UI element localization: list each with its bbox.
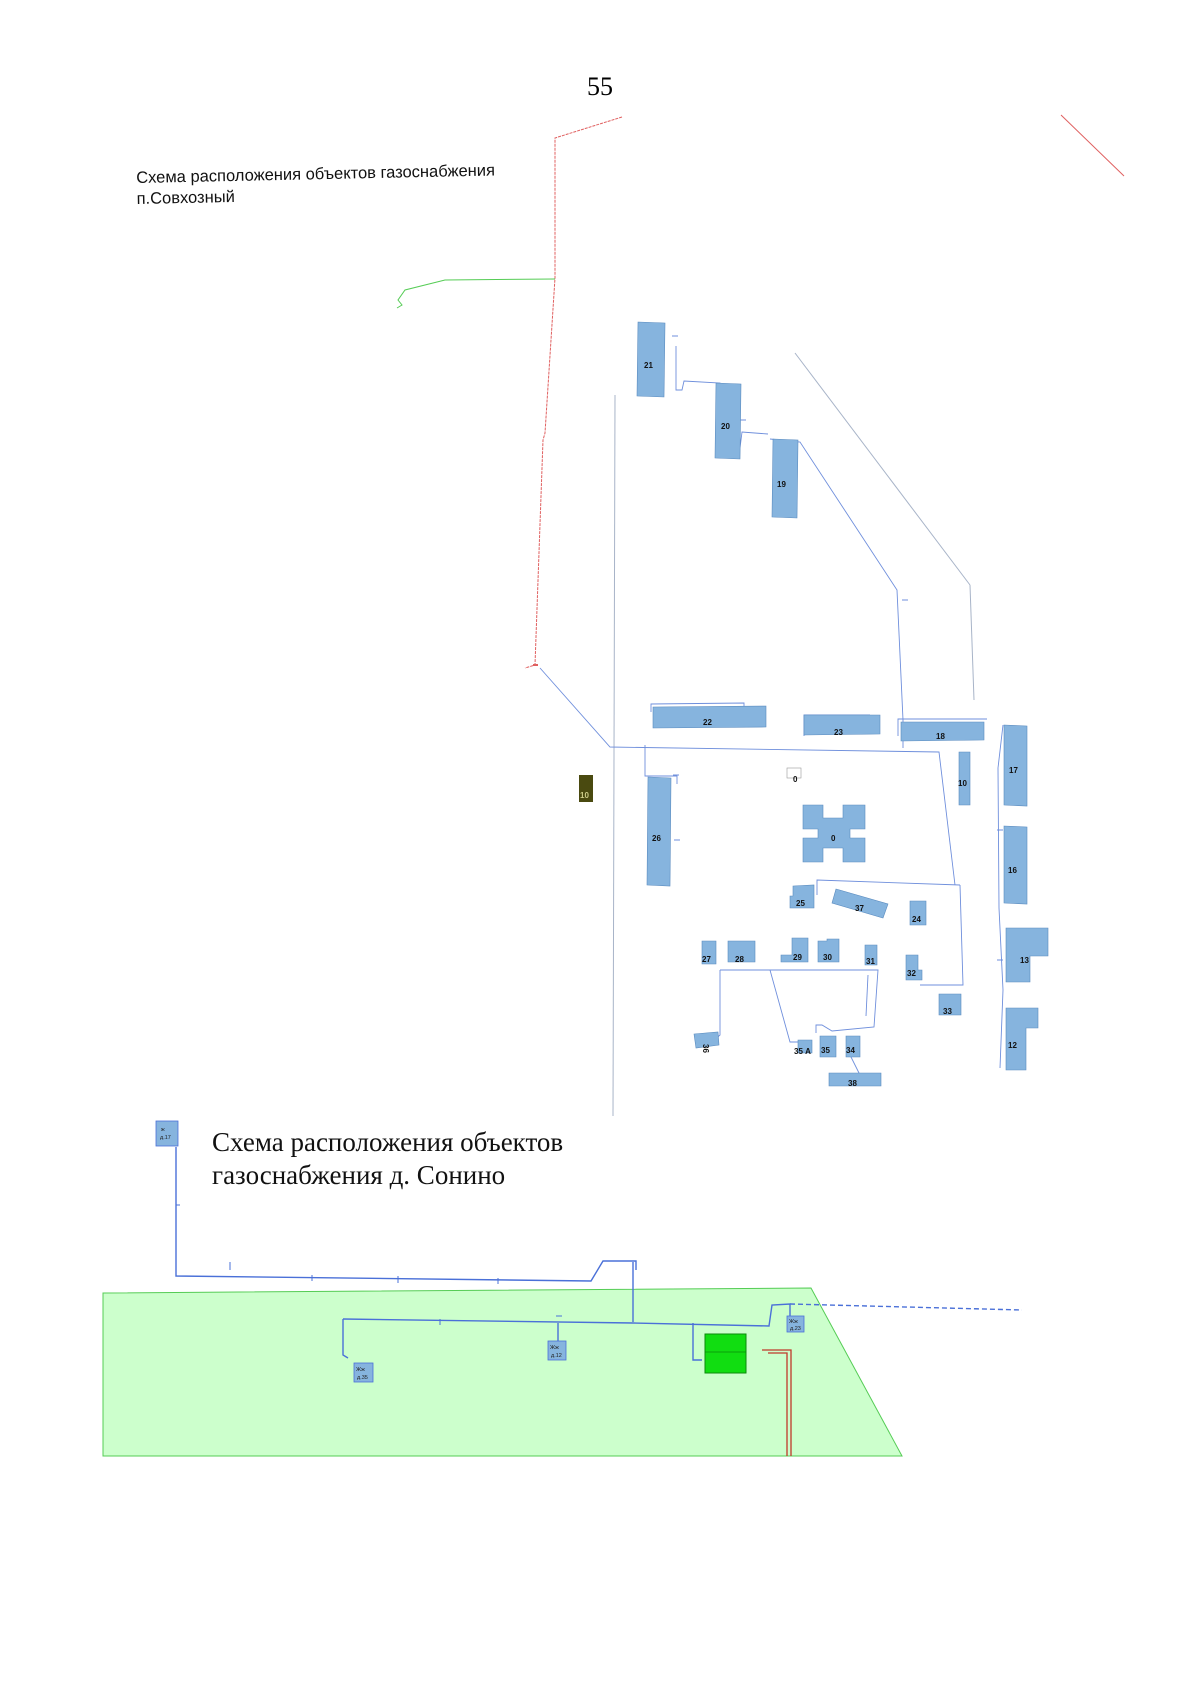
page-number: 55 [587,72,613,101]
map2-zone [102,1287,903,1457]
building-19 [771,438,799,519]
house-d17 [155,1120,179,1147]
label-12: 12 [1008,1041,1017,1050]
building-10 [958,751,971,806]
label-16: 16 [1008,866,1017,875]
building-33 [938,993,962,1016]
building-38 [828,1072,882,1087]
map2-title-line2: газоснабжения д. Сонино [212,1160,506,1190]
map2-title-line1: Схема расположения объектов [212,1127,564,1157]
building-12 [1005,1007,1039,1071]
label-36: 36 [701,1044,710,1053]
label-34: 34 [846,1046,855,1055]
label-31: 31 [866,957,875,966]
map2-scheme: ж д.17 Жж д.35 Жж д.12 Жж д.23 [102,1120,1023,1457]
label-38: 38 [848,1079,857,1088]
building-36 [693,1031,720,1049]
house-d35 [353,1362,374,1383]
label-30: 30 [823,953,832,962]
label-10: 10 [958,779,967,788]
map1-pipe-red [524,114,1125,669]
label-25: 25 [796,899,805,908]
label-22: 22 [703,718,712,727]
building-25 [789,884,815,909]
map2-title: Схема расположения объектов газоснабжени… [212,1126,563,1192]
label-33: 33 [943,1007,952,1016]
label-27: 27 [702,955,711,964]
label-37: 37 [855,904,864,913]
dark-building-label: 10 [580,791,589,800]
label-24: 24 [912,915,921,924]
map1-pipe-blue [539,346,1004,1076]
building-34 [845,1035,861,1058]
map1-buildings [636,321,1049,1087]
map1-scheme: 10 21 20 19 22 23 18 17 10 26 0 0 16 13 … [396,114,1125,1117]
building-31 [864,944,878,966]
building-32 [905,954,923,981]
building-0-small [786,767,802,779]
building-26 [646,776,672,887]
map2-houses [155,1120,805,1383]
map1-pipe-green [396,278,556,309]
building-24 [909,900,927,926]
gas-station [704,1333,747,1374]
house-d17-label2: д.17 [160,1135,171,1141]
label-29: 29 [793,953,802,962]
label-35: 35 [821,1046,830,1055]
house-d35-label2: д.35 [357,1375,368,1381]
map2-house-labels: ж д.17 Жж д.35 Жж д.12 Жж д.23 [160,1127,801,1381]
house-d17-label1: ж [161,1127,165,1133]
house-d12 [547,1340,567,1361]
map2-pipe-red [762,1349,792,1456]
label-17: 17 [1009,766,1018,775]
house-d23-label1: Жж [789,1319,798,1325]
label-20: 20 [721,422,730,431]
building-29 [780,937,809,963]
building-13 [1005,927,1049,983]
label-23: 23 [834,728,843,737]
building-27 [701,940,717,965]
house-d23 [786,1315,805,1333]
map2-pipes [175,1147,1023,1361]
house-d35-label1: Жж [356,1367,365,1373]
building-35 [819,1035,837,1058]
house-d12-label1: Жж [550,1345,559,1351]
building-0-cross [802,804,866,863]
building-17 [1003,724,1028,807]
label-35A: 35 А [794,1047,811,1056]
label-19: 19 [777,480,786,489]
label-28: 28 [735,955,744,964]
label-0-small: 0 [793,775,798,784]
label-26: 26 [652,834,661,843]
label-32: 32 [907,969,916,978]
building-30 [817,938,840,963]
building-28 [727,940,756,963]
map1-road-lines [612,352,975,1117]
building-20 [714,382,742,460]
building-35A [797,1039,813,1054]
house-d23-label2: д.23 [790,1326,801,1332]
label-13: 13 [1020,956,1029,965]
building-21 [636,321,666,398]
building-18 [900,721,985,742]
map2-pipe-ticks [176,1204,562,1325]
building-37 [831,888,889,919]
dark-building [579,775,593,802]
map1-building-labels: 21 20 19 22 23 18 17 10 26 0 0 16 13 12 … [644,361,1029,1088]
label-18: 18 [936,732,945,741]
house-d12-label2: д.12 [551,1353,562,1359]
label-0-cross: 0 [831,834,836,843]
building-22 [652,705,767,729]
building-16 [1003,825,1028,905]
label-21: 21 [644,361,653,370]
building-23 [803,714,881,736]
